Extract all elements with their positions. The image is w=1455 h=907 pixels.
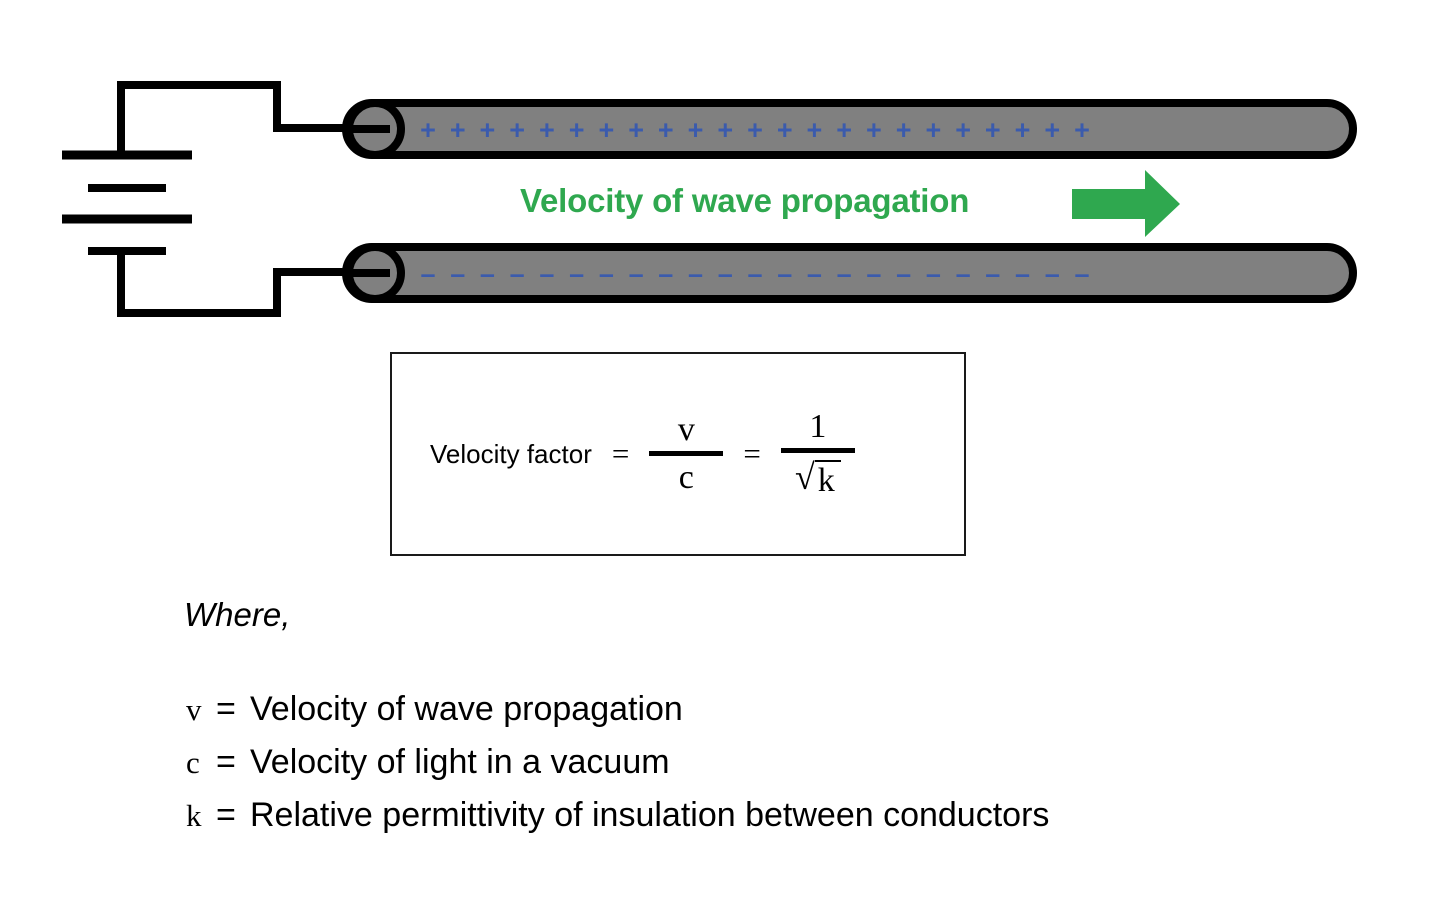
charge-symbol: – [718,259,733,289]
charge-symbol: – [688,259,703,289]
dc-battery-symbol [62,150,192,255]
definition-row: v = Velocity of wave propagation [186,684,1049,735]
charge-symbol: + [539,115,555,145]
fraction-bar [780,448,855,453]
charge-symbol: – [480,259,495,289]
propagation-arrow-icon [1072,170,1180,237]
definition-row: k = Relative permittivity of insulation be… [186,790,1049,841]
definition-symbol: v [186,692,202,727]
definition-text: Velocity of wave propagation [250,690,683,728]
fraction-v-over-c: v c [649,411,724,496]
charge-symbol: – [510,259,525,289]
fraction-one-over-sqrt-k: 1 √ k [780,408,855,498]
definition-row: c = Velocity of light in a vacuum [186,737,1049,788]
charge-symbol: + [598,115,614,145]
definition-equals: = [216,743,236,781]
charge-symbol: – [1015,259,1030,289]
charge-symbol: + [509,115,525,145]
negative-conductor [342,243,1357,303]
formula-label: Velocity factor [430,438,592,469]
velocity-factor-formula-box: Velocity factor = v c = 1 √ k [390,352,966,556]
charge-symbol: + [480,115,496,145]
negative-lead-wire [117,251,377,317]
negative-charge-row: ––––––––––––––––––––––– [420,259,1089,289]
charge-symbol: – [926,259,941,289]
charge-symbol: + [747,115,763,145]
definition-equals: = [216,690,236,728]
charge-symbol: + [1074,115,1090,145]
charge-symbol: – [599,259,614,289]
fraction-denominator-sqrt-k: √ k [795,453,841,498]
charge-symbol: + [717,115,733,145]
where-heading: Where, [184,596,291,633]
charge-symbol: + [1015,115,1031,145]
charge-symbol: – [539,259,554,289]
charge-symbol: + [420,115,436,145]
charge-symbol: + [866,115,882,145]
charge-symbol: + [1044,115,1060,145]
charge-symbol: – [837,259,852,289]
charge-symbol: – [629,259,644,289]
charge-symbol: + [658,115,674,145]
charge-symbol: – [747,259,762,289]
positive-conductor [342,99,1357,159]
radical-sign-icon: √ [794,457,815,497]
radical-expression: √ k [795,458,841,498]
charge-symbol: – [985,259,1000,289]
definition-text: Relative permittivity of insulation betw… [250,796,1050,834]
definition-symbol: c [186,745,200,780]
charge-symbol: + [450,115,466,145]
charge-symbol: – [1074,259,1089,289]
fraction-bar [649,451,724,456]
charge-symbol: + [985,115,1001,145]
charge-symbol: + [569,115,585,145]
definition-equals: = [216,796,236,834]
formula-equals-1: = [611,436,630,471]
formula-equals-2: = [743,436,761,471]
positive-charge-row: + + + + + + + + + + + + + + + + + + + + + + + [420,115,1090,145]
charge-symbol: + [925,115,941,145]
definition-text: Velocity of light in a vacuum [250,743,670,781]
charge-symbol: + [807,115,823,145]
propagation-label: Velocity of wave propagation [520,182,970,219]
charge-symbol: + [688,115,704,145]
charge-symbol: – [777,259,792,289]
charge-symbol: – [450,259,465,289]
charge-symbol: – [866,259,881,289]
transmission-line-circuit: +++++++++++++++++++++++ ––––––––––––––––… [62,81,1357,317]
charge-symbol: – [807,259,822,289]
charge-symbol: – [956,259,971,289]
charge-symbol: + [628,115,644,145]
charge-symbol: – [569,259,584,289]
fraction-numerator-v: v [677,411,695,448]
definition-symbol: k [186,798,202,833]
fraction-numerator-one: 1 [809,408,827,445]
charge-symbol: – [1045,259,1060,289]
charge-symbol: – [896,259,911,289]
charge-symbol: + [896,115,912,145]
positive-lead-wire [117,81,377,155]
charge-symbol: – [658,259,673,289]
charge-symbol: + [777,115,793,145]
formula-row: Velocity factor = v c = 1 √ k [430,354,855,554]
charge-symbol: + [836,115,852,145]
fraction-denominator-c: c [678,459,694,496]
charge-symbol: + [955,115,971,145]
charge-symbol: – [420,259,435,289]
definitions-list: v = Velocity of wave propagation c = Velocity… [186,684,1049,841]
radicand-k: k [814,460,841,498]
